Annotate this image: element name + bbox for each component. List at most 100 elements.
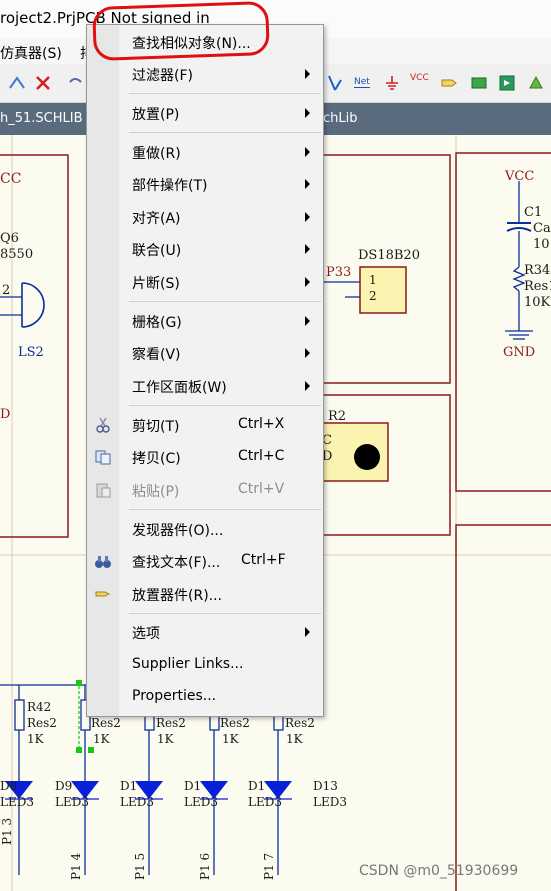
diode-part: LED3: [184, 795, 218, 809]
menu-item-union[interactable]: 联合(U): [87, 234, 323, 264]
resistor-part: Res2: [91, 716, 121, 730]
resistor-value: 1K: [286, 732, 303, 746]
diode-name: D1: [248, 779, 266, 793]
menu-item-label: 工作区面板(W): [132, 380, 227, 396]
port-tool-icon[interactable]: [440, 74, 458, 92]
menu-item-redo[interactable]: 重做(R): [87, 137, 323, 167]
menu-separator: [129, 509, 321, 510]
resistor-name: R42: [27, 700, 52, 714]
net-label-tool[interactable]: Net: [354, 77, 370, 88]
diode-part: LED3: [55, 795, 89, 809]
menu-item-cut[interactable]: 剪切(T) Ctrl+X: [87, 410, 323, 440]
menu-item-place[interactable]: 放置(P): [87, 98, 323, 128]
paste-icon: [96, 483, 111, 498]
harness-tool-icon[interactable]: [527, 74, 545, 92]
r2-label: R2: [328, 409, 347, 424]
menu-item-copy[interactable]: 拷贝(C) Ctrl+C: [87, 442, 323, 472]
menu-item-label: 查找相似对象(N)...: [132, 36, 251, 52]
submenu-arrow-icon: [305, 147, 310, 157]
submenu-arrow-icon: [305, 316, 310, 326]
ds18b20-label: DS18B20: [358, 248, 420, 263]
undo-tool-icon[interactable]: [66, 74, 84, 92]
tab-schlib[interactable]: h_51.SCHLIB: [0, 111, 83, 126]
menu-item-label: 栅格(G): [132, 315, 182, 331]
menu-item-label: 发现器件(O)...: [132, 523, 224, 539]
cap-label: Ca: [533, 221, 551, 236]
menu-item-label: Properties...: [132, 688, 217, 704]
menu-item-shortcut: Ctrl+F: [241, 552, 286, 568]
menu-item-options[interactable]: 选项: [87, 617, 323, 647]
menu-item-supplier-links[interactable]: Supplier Links...: [87, 650, 323, 680]
context-menu: 查找相似对象(N)... 过滤器(F) 放置(P) 重做(R) 部件操作(T) …: [86, 24, 324, 717]
resistor-value: 1K: [27, 732, 44, 746]
menu-item-label: 剪切(T): [132, 419, 180, 435]
menu-item-label: 对齐(A): [132, 211, 181, 227]
menu-item-filter[interactable]: 过滤器(F): [87, 59, 323, 89]
delete-tool-icon[interactable]: [34, 74, 52, 92]
vcc-tool[interactable]: VCC: [410, 73, 429, 83]
menu-item-grid[interactable]: 栅格(G): [87, 306, 323, 336]
menu-item-part-actions[interactable]: 部件操作(T): [87, 169, 323, 199]
led-diodes: [5, 781, 292, 799]
submenu-arrow-icon: [305, 381, 310, 391]
menu-separator: [129, 93, 321, 94]
right-lower-block-frame: [455, 524, 551, 891]
tab-schlib-right[interactable]: chLib: [323, 111, 358, 126]
component-tool-icon[interactable]: [470, 74, 488, 92]
menu-item-view[interactable]: 察看(V): [87, 338, 323, 368]
menu-item-find-similar[interactable]: 查找相似对象(N)...: [87, 27, 323, 57]
resistor-value: 1K: [157, 732, 174, 746]
menu-separator: [129, 132, 321, 133]
menu-item-place-component[interactable]: 放置器件(R)...: [87, 579, 323, 609]
watermark-text: CSDN @m0_51930699: [359, 863, 519, 879]
vcc-left-label: CC: [0, 171, 22, 187]
c1-label: C1: [524, 205, 543, 220]
diode-name: D13: [313, 779, 338, 793]
menu-item-label: 拷贝(C): [132, 451, 181, 467]
port-label: P1 4: [69, 852, 83, 880]
menu-item-properties[interactable]: Properties...: [87, 682, 323, 712]
left-block-frame: [0, 154, 69, 538]
sheet-tool-icon[interactable]: [498, 74, 516, 92]
submenu-arrow-icon: [305, 108, 310, 118]
bus-tool-icon[interactable]: [326, 74, 344, 92]
right-block-frame: [455, 152, 551, 492]
wire-tool-icon[interactable]: [8, 74, 26, 92]
menu-item-shortcut: Ctrl+V: [238, 481, 285, 497]
menu-item-label: 放置(P): [132, 107, 180, 123]
menu-simulator[interactable]: 仿真器(S): [0, 46, 62, 62]
r2-d-label: D: [322, 449, 333, 464]
submenu-arrow-icon: [305, 212, 310, 222]
resistor-part: Res2: [27, 716, 57, 730]
port-label: P1 7: [262, 852, 276, 880]
menu-item-find-component[interactable]: 发现器件(O)...: [87, 514, 323, 544]
r34-label: R34: [524, 263, 551, 278]
place-part-icon: [95, 591, 111, 597]
submenu-arrow-icon: [305, 348, 310, 358]
ground-tool-icon[interactable]: [383, 74, 401, 92]
window-title: roject2.PrjPCB Not signed in: [0, 9, 210, 27]
menu-item-label: 选项: [132, 626, 160, 642]
menu-item-paste[interactable]: 粘贴(P) Ctrl+V: [87, 475, 323, 505]
diode-name: D8: [0, 779, 18, 793]
port-label: P1 3: [0, 817, 14, 845]
copy-icon: [95, 450, 111, 465]
menu-item-workspace-panels[interactable]: 工作区面板(W): [87, 371, 323, 401]
submenu-arrow-icon: [305, 69, 310, 79]
menu-item-align[interactable]: 对齐(A): [87, 202, 323, 232]
diode-name: D1: [184, 779, 202, 793]
menu-item-label: 查找文本(F)...: [132, 555, 221, 571]
ds-pin2-label: 2: [369, 289, 377, 303]
diode-part: LED3: [313, 795, 347, 809]
menu-item-label: 放置器件(R)...: [132, 588, 223, 604]
menu-item-label: 重做(R): [132, 146, 181, 162]
menu-item-snippets[interactable]: 片断(S): [87, 267, 323, 297]
menu-item-label: 联合(U): [132, 243, 182, 259]
p33-label: P33: [326, 265, 352, 280]
ls2-pin-label: 2: [2, 283, 11, 298]
submenu-arrow-icon: [305, 179, 310, 189]
menu-item-find-text[interactable]: 查找文本(F)... Ctrl+F: [87, 546, 323, 576]
menu-item-label: 粘贴(P): [132, 484, 180, 500]
diode-part: LED3: [0, 795, 34, 809]
menu-separator: [129, 405, 321, 406]
